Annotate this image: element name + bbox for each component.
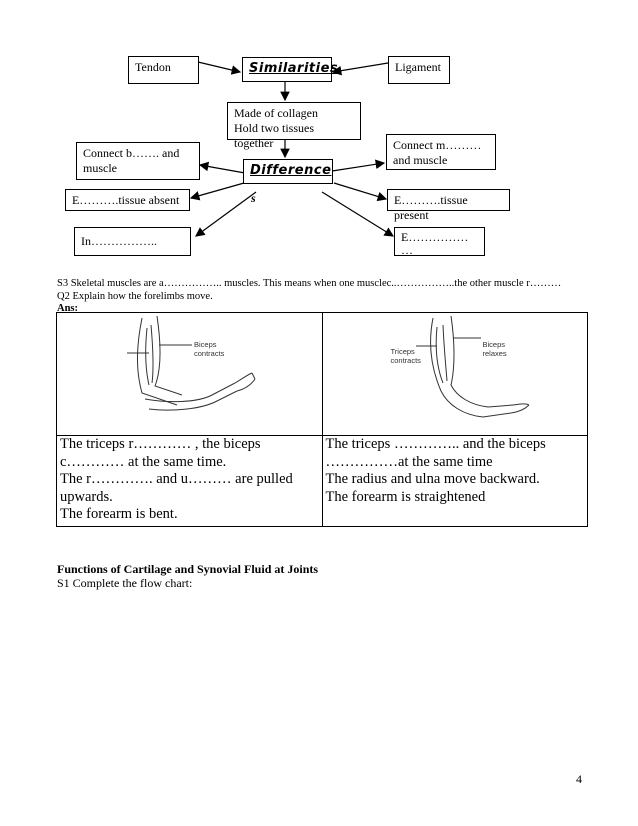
answer-label: Ans: [57, 303, 79, 314]
question-s3: S3 Skeletal muscles are a…………….. muscles… [57, 278, 562, 289]
arm-straight-cell: Triceps contracts Biceps relaxes [321, 312, 588, 436]
arm-bent-description: The triceps r………… , the biceps c………… at … [56, 435, 323, 527]
ligament-label: Ligament [395, 60, 441, 74]
connect-m-line-1: Connect m……… [393, 138, 482, 152]
e-absent-box: E……….tissue absent [65, 189, 190, 211]
left-text-line-5: The forearm is bent. [60, 506, 178, 522]
arm-bent-cell: Biceps contracts [56, 312, 323, 436]
section-title: Functions of Cartilage and Synovial Flui… [57, 562, 319, 576]
section-s1: S1 Complete the flow chart: [57, 576, 193, 590]
right-text-line-4: The forearm is straightened [325, 488, 486, 505]
arm-straight-description: The triceps ………….. and the biceps ……………a… [321, 435, 588, 527]
e-box-line-1: E…………… [401, 230, 469, 244]
similarities-label: Similarities [249, 61, 339, 76]
left-text-line-1: The triceps r………… , the biceps [60, 436, 261, 452]
similarities-box: Similarities [242, 57, 338, 82]
tendon-box: Tendon [128, 56, 199, 84]
relaxes-label-right: relaxes [482, 349, 507, 358]
biceps-label-right: Biceps [482, 340, 506, 349]
right-text-line-3: The radius and ulna move backward. [325, 471, 540, 487]
left-text-line-3: The r…………. and u……… are pulled [60, 471, 293, 487]
similarity-line-1: Made of collagen [234, 106, 318, 120]
differences-label: Difference [250, 163, 332, 178]
arm-straight-illustration [415, 315, 529, 418]
right-text-line-2: ……………at the same time [325, 453, 493, 470]
tendon-label: Tendon [135, 60, 171, 74]
connect-m-box: Connect m……… and muscle [386, 134, 496, 170]
e-present-box: E……….tissue present [387, 189, 510, 222]
differences-box: Difference [243, 159, 333, 184]
connect-b-box: Connect b……. and muscle [76, 142, 200, 180]
connect-m-line-2: and muscle [393, 153, 448, 167]
concept-map-arrows [189, 61, 395, 237]
similarity-detail-box: Made of collagen Hold two tissues togeth… [227, 102, 361, 150]
contracts-label-left: contracts [194, 349, 225, 358]
contracts-label-right: contracts [390, 356, 421, 365]
arm-bent-illustration [127, 315, 256, 411]
connect-b-line-2: muscle [83, 161, 117, 175]
e-box: E…………… … [394, 227, 485, 257]
differences-tail: s [251, 191, 256, 205]
e-absent-label: E……….tissue absent [72, 193, 180, 207]
question-q2: Q2 Explain how the forelimbs move. [57, 291, 213, 302]
e-present-label: E……….tissue present [394, 193, 468, 222]
ligament-box: Ligament [388, 56, 450, 84]
triceps-label-right: Triceps [390, 347, 415, 356]
page-number: 4 [576, 772, 582, 786]
forelimb-table: Biceps contracts Triceps contracts Bicep… [56, 312, 588, 527]
connect-b-line-1: Connect b……. and [83, 146, 180, 160]
similarity-line-2: Hold two tissues together [234, 121, 315, 150]
left-text-line-2: c………… at the same time. [60, 453, 227, 470]
in-box: In…………….. [74, 227, 191, 256]
in-box-label: In…………….. [81, 234, 157, 248]
left-text-line-4: upwards. [60, 488, 113, 505]
right-text-line-1: The triceps ………….. and the biceps [325, 436, 546, 452]
e-box-line-2: … [401, 243, 413, 257]
biceps-label-left: Biceps [194, 340, 217, 349]
